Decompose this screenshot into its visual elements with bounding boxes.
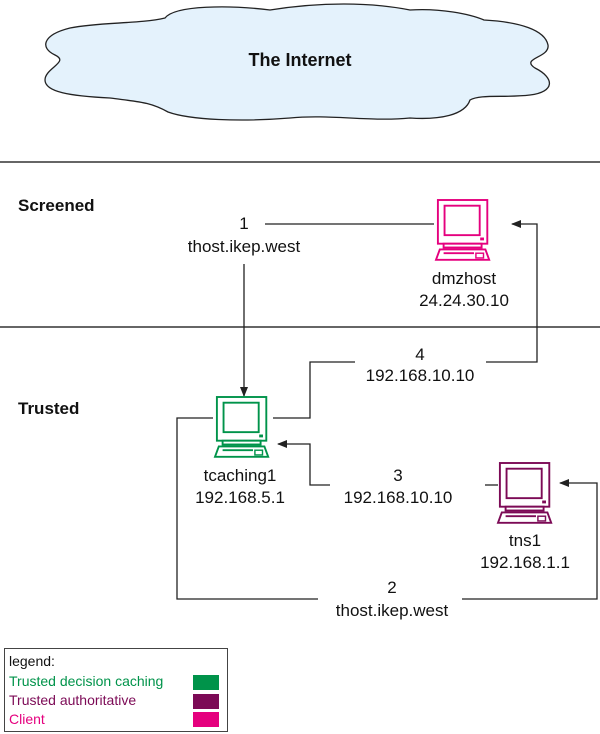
flow-2-step: 2 <box>387 578 397 597</box>
dmzhost-computer-icon[interactable] <box>435 199 491 261</box>
flow-3-step: 3 <box>393 466 403 485</box>
dmzhost-name: dmzhost <box>431 269 497 288</box>
tns1-name: tns1 <box>508 531 542 550</box>
flow-4-line-a <box>273 361 355 419</box>
tns1-ip: 192.168.1.1 <box>480 553 570 572</box>
zone-label-screened: Screened <box>18 196 95 215</box>
flow-1-text: thost.ikep.west <box>187 237 301 256</box>
tcaching1-computer-icon[interactable] <box>214 396 270 458</box>
legend-label-client: Client <box>9 711 45 727</box>
legend-swatch-client <box>193 712 219 727</box>
legend-label-authoritative: Trusted authoritative <box>9 692 137 708</box>
legend: legend: Trusted decision caching Trusted… <box>4 648 228 732</box>
tcaching1-ip: 192.168.5.1 <box>195 488 285 507</box>
legend-swatch-caching <box>193 675 219 690</box>
tcaching1-name: tcaching1 <box>203 466 277 485</box>
flow-4-line-b <box>486 220 538 363</box>
zone-label-trusted: Trusted <box>18 399 80 418</box>
internet-cloud <box>44 3 551 121</box>
flow-3-line-a <box>277 440 330 486</box>
flow-2-text: thost.ikep.west <box>335 601 449 620</box>
flow-4-step: 4 <box>415 345 425 364</box>
flow-2-line-a <box>176 417 318 600</box>
internet-label: The Internet <box>248 50 352 70</box>
dmzhost-ip: 24.24.30.10 <box>419 291 509 310</box>
legend-title: legend: <box>9 653 55 669</box>
legend-swatch-authoritative <box>193 694 219 709</box>
flow-4-text: 192.168.10.10 <box>365 366 475 385</box>
legend-label-caching: Trusted decision caching <box>9 673 164 689</box>
tns1-computer-icon[interactable] <box>497 462 553 524</box>
flow-3-text: 192.168.10.10 <box>343 488 453 507</box>
flow-2-line-b <box>462 479 598 600</box>
flow-1-step: 1 <box>239 214 249 233</box>
